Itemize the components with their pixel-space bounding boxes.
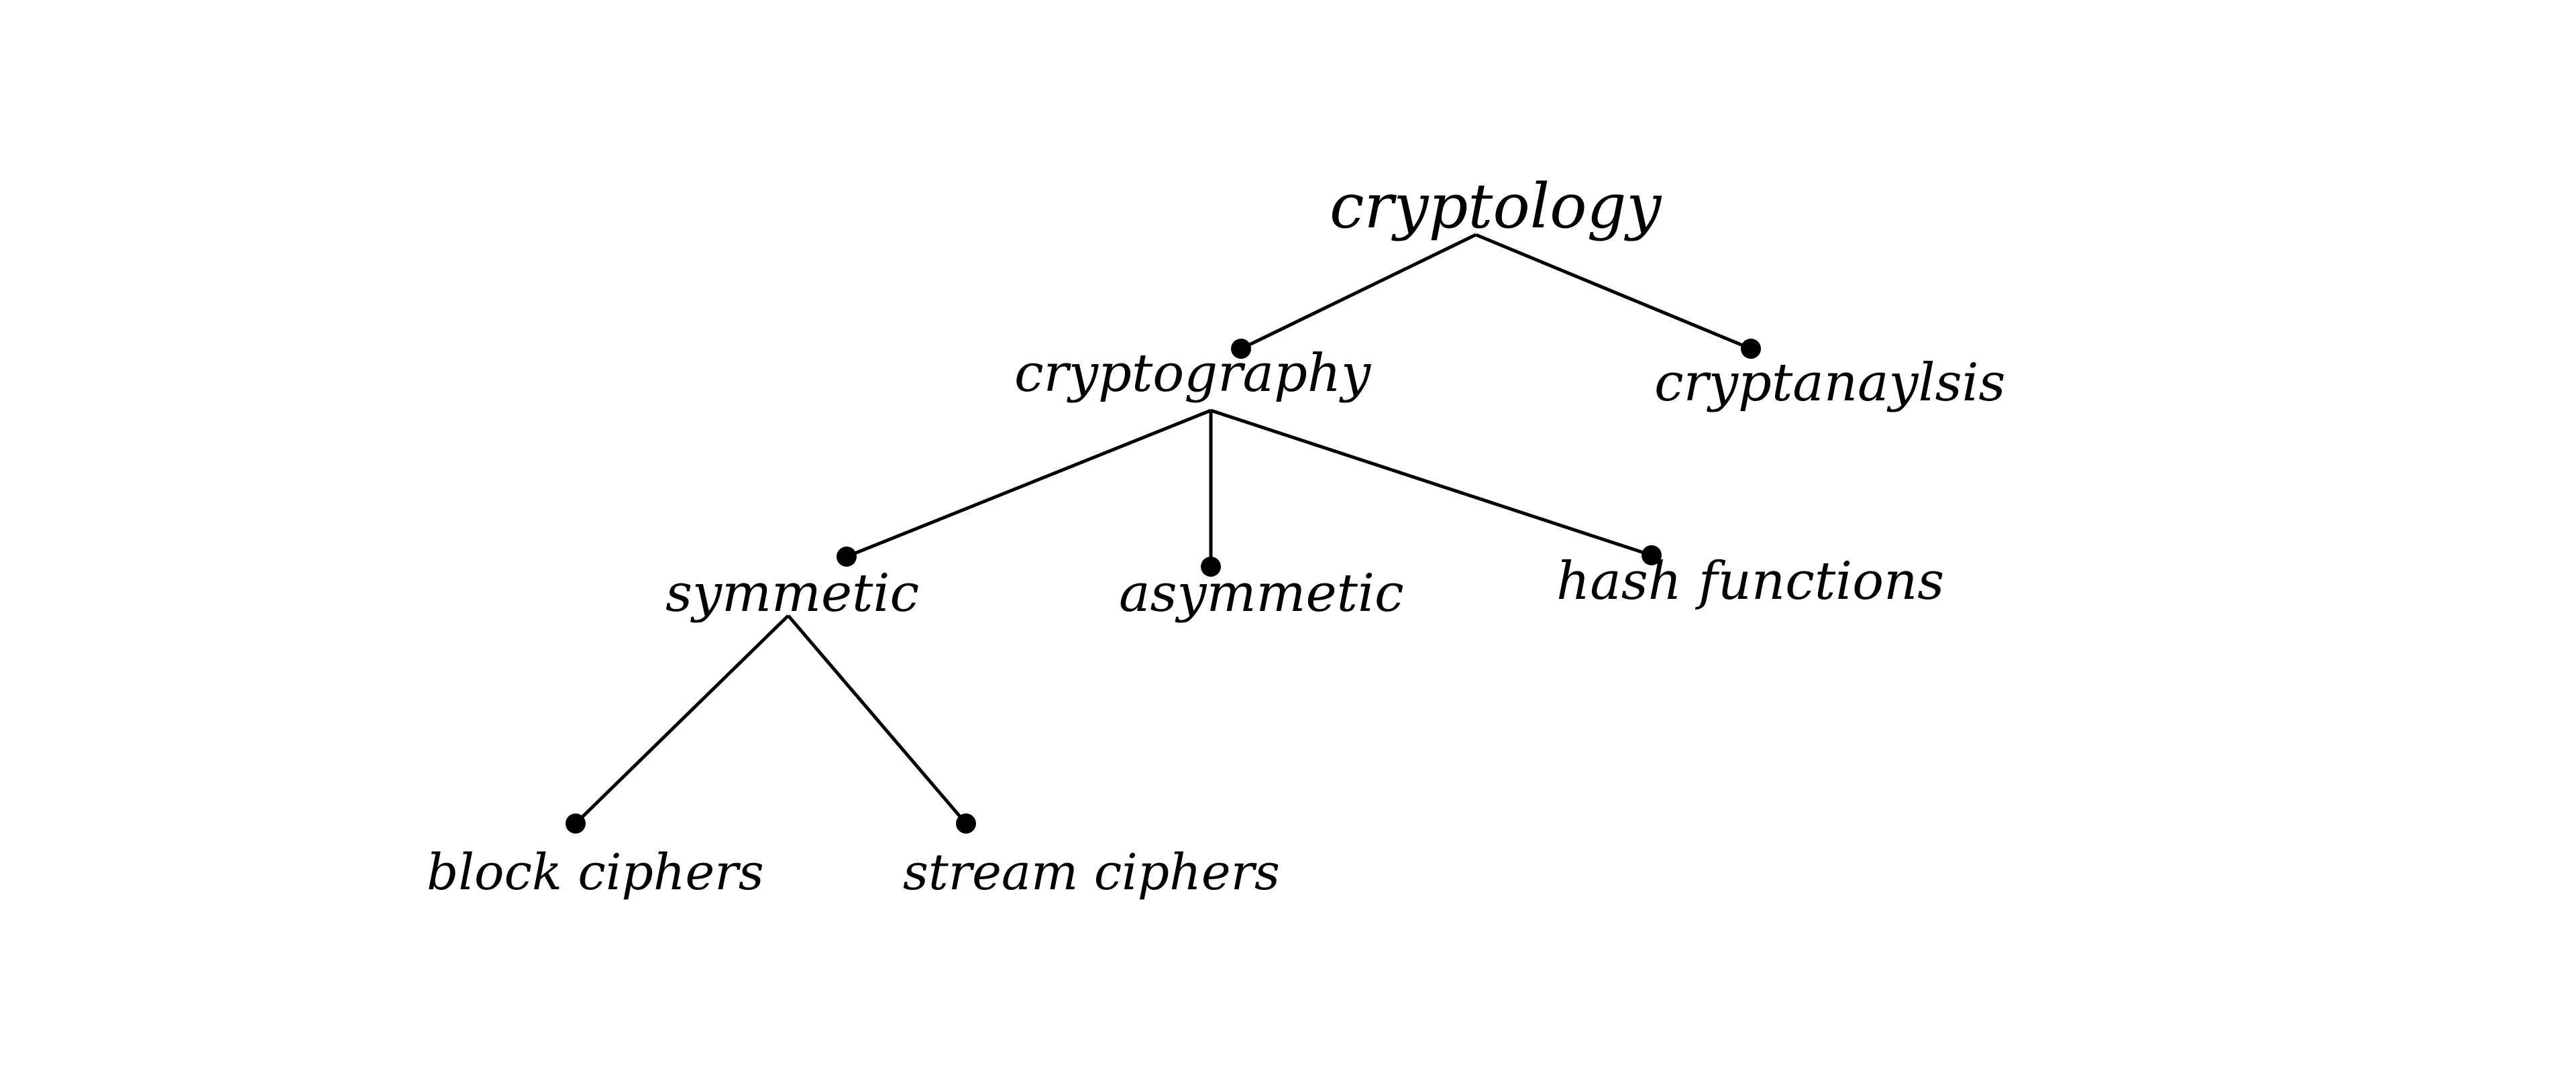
node-dot-hash-functions — [1642, 545, 1662, 565]
node-label-hash-functions: hash functions — [1556, 551, 1945, 612]
node-dot-symmetic — [837, 547, 857, 567]
node-dot-asymmetic — [1201, 557, 1221, 577]
node-label-asymmetic: asymmetic — [1119, 563, 1404, 624]
node-dot-cryptography — [1231, 339, 1251, 359]
edge-cryptography-symmetic — [846, 408, 1212, 559]
node-dot-cryptanaylsis — [1741, 339, 1761, 359]
edge-cryptography-hash-functions — [1210, 408, 1652, 557]
node-label-stream-ciphers: stream ciphers — [903, 844, 1280, 901]
edge-symmetic-block-ciphers — [574, 614, 790, 825]
edge-cryptology-cryptanaylsis — [1475, 233, 1752, 351]
node-label-cryptography: cryptography — [1014, 343, 1371, 404]
edge-symmetic-stream-ciphers — [787, 614, 967, 825]
node-label-block-ciphers: block ciphers — [427, 844, 764, 901]
node-label-cryptanaylsis: cryptanaylsis — [1654, 353, 2006, 413]
node-label-symmetic: symmetic — [665, 563, 920, 624]
node-label-cryptology: cryptology — [1330, 170, 1662, 242]
node-dot-block-ciphers — [566, 813, 586, 834]
node-dot-stream-ciphers — [956, 813, 976, 834]
edge-cryptology-cryptography — [1240, 233, 1477, 351]
